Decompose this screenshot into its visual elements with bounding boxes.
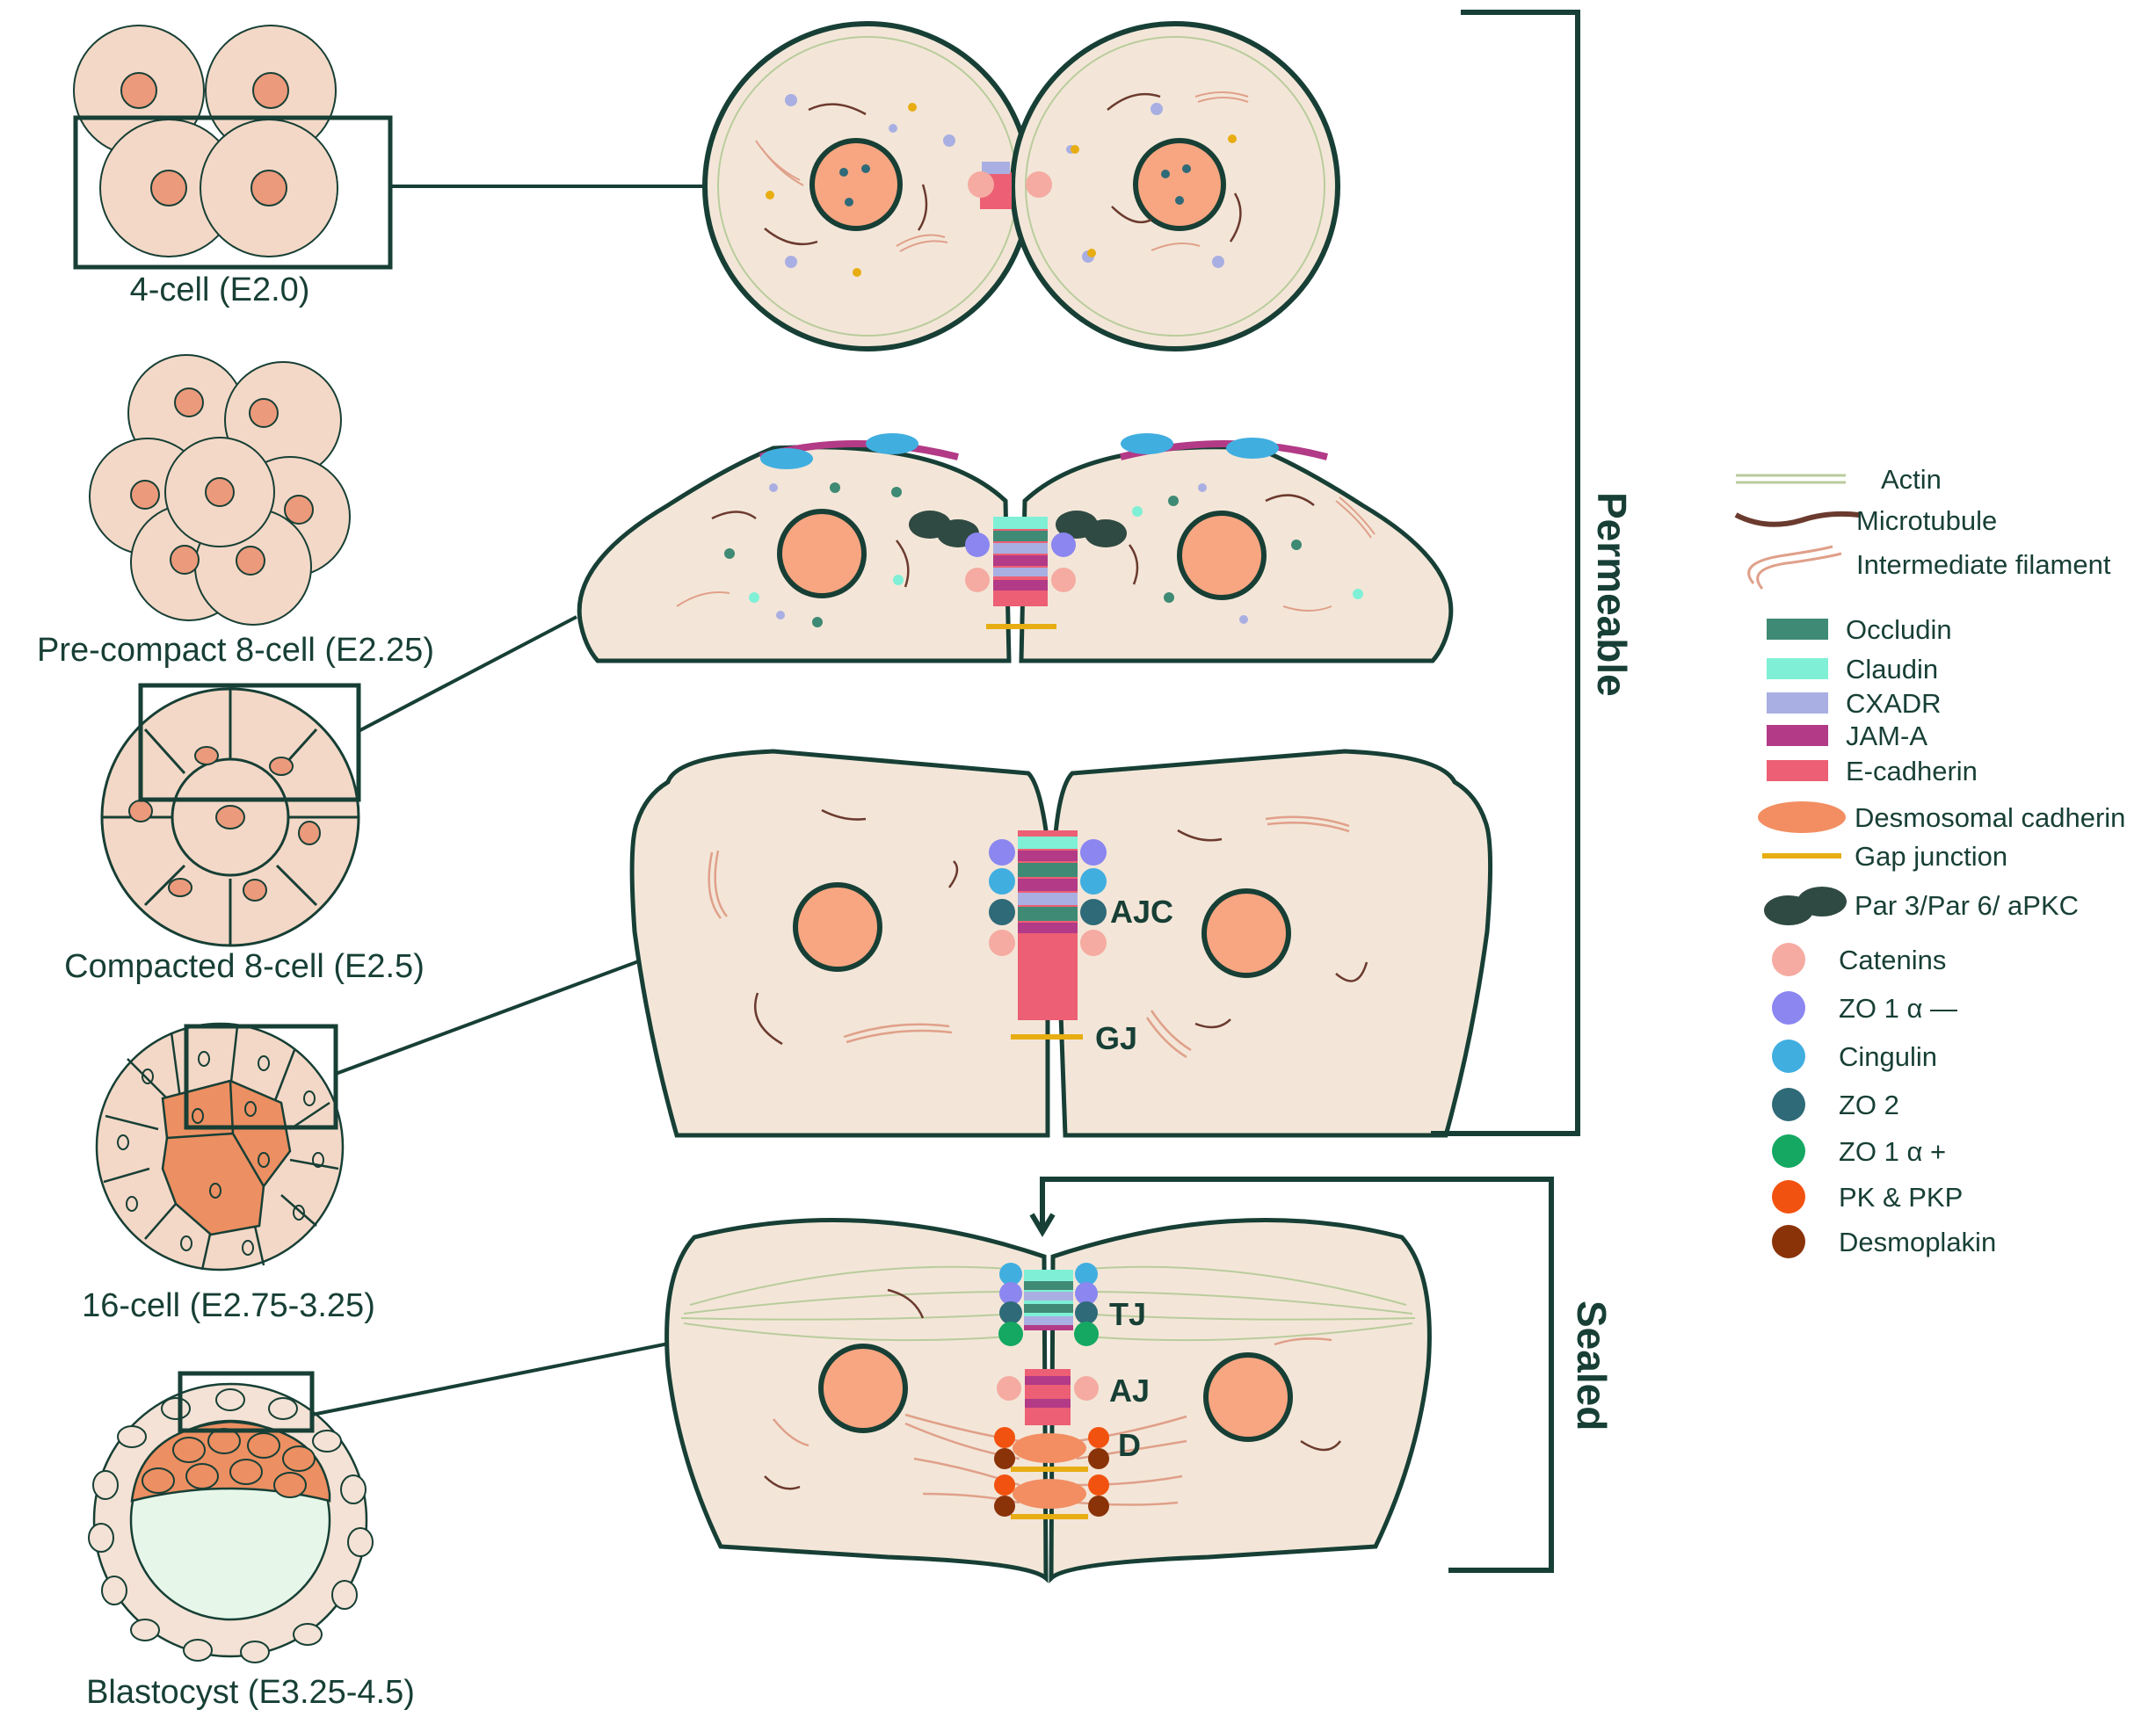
stage-label-compacted-8-cell: Compacted 8-cell (E2.5)	[64, 948, 425, 985]
legend-label: CXADR	[1846, 688, 1942, 719]
legend-label: ZO 2	[1839, 1090, 1899, 1120]
protein-dot-icon	[1772, 943, 1805, 976]
legend-item-par-3-par-6-apkc: Par 3/Par 6/ aPKC	[1764, 887, 2079, 925]
protein-dot-icon	[1772, 1088, 1805, 1121]
legend-item-zo-1: ZO 1 α +	[1772, 1134, 1946, 1168]
embryo-precompact-8-cell	[89, 354, 351, 626]
label-sealed: Sealed	[1569, 1300, 1615, 1431]
bracket-sealed	[1029, 1177, 1554, 1573]
label-ajc: AJC	[1110, 894, 1173, 930]
color-swatch-icon	[1767, 619, 1828, 640]
protein-dot-icon	[1772, 1040, 1805, 1073]
legend-label: Desmoplakin	[1839, 1227, 1996, 1257]
legend-item-jam-a: JAM-A	[1767, 721, 1927, 751]
label-d: D	[1118, 1427, 1141, 1463]
label-permeable: Permeable	[1589, 492, 1635, 697]
color-swatch-icon	[1767, 725, 1828, 746]
legend-item-desmoplakin: Desmoplakin	[1772, 1225, 1996, 1258]
protein-dot-icon	[1772, 1225, 1805, 1258]
legend-item-claudin: Claudin	[1767, 654, 1938, 685]
stage-label-4-cell: 4-cell (E2.0)	[130, 272, 310, 308]
legend-label: Catenins	[1839, 945, 1946, 975]
stage-label-blastocyst: Blastocyst (E3.25-4.5)	[86, 1674, 415, 1711]
legend-item-actin: Actin	[1736, 464, 1942, 495]
legend-item-desmosomal-cadherin: Desmosomal cadherin	[1758, 801, 2125, 833]
protein-dot-icon	[1772, 1180, 1805, 1213]
protein-dot-icon	[1772, 1134, 1805, 1168]
legend-item-cingulin: Cingulin	[1772, 1040, 1937, 1073]
legend-label: PK & PKP	[1839, 1182, 1963, 1213]
legend-item-zo-2: ZO 2	[1772, 1088, 1899, 1121]
legend-label: JAM-A	[1846, 721, 1927, 751]
par-complex-icon	[1764, 887, 1847, 925]
stage-label-16-cell: 16-cell (E2.75-3.25)	[82, 1287, 375, 1324]
legend-item-microtubule: Microtubule	[1734, 505, 1997, 536]
legend-item-e-cadherin: E-cadherin	[1767, 756, 1978, 786]
embryo-16-cell	[95, 1022, 345, 1271]
label-gj: GJ	[1095, 1020, 1137, 1056]
cell-pair-precompact	[577, 433, 1454, 663]
label-tj: TJ	[1109, 1296, 1146, 1332]
cell-pair-sealed	[664, 1218, 1432, 1583]
legend-label: Actin	[1881, 464, 1942, 495]
legend-item-intermediate-filament: Intermediate filament	[1747, 545, 2111, 590]
microtubule-icon	[1734, 511, 1860, 527]
legend-label: Gap junction	[1855, 841, 2007, 872]
legend-item-gap-junction: Gap junction	[1762, 841, 2007, 872]
bracket-permeable	[1431, 10, 1580, 1136]
intermediate-filament-icon	[1747, 545, 1842, 590]
legend-item-pk-pkp: PK & PKP	[1772, 1180, 1963, 1213]
legend-item-zo-1: ZO 1 α —	[1772, 991, 1957, 1025]
cell-pair-compacted	[629, 749, 1493, 1138]
label-aj: AJ	[1109, 1373, 1150, 1409]
protein-dot-icon	[1772, 991, 1805, 1025]
legend-item-cxadr: CXADR	[1767, 688, 1942, 719]
desmosomal-cadherin-icon	[1758, 801, 1846, 833]
legend-label: Intermediate filament	[1856, 549, 2111, 580]
connector-lines	[311, 185, 710, 1416]
legend-label: E-cadherin	[1846, 756, 1978, 786]
embryo-compacted-8-cell	[100, 683, 361, 947]
legend-item-catenins: Catenins	[1772, 943, 1946, 976]
color-swatch-icon	[1767, 760, 1828, 781]
legend-label: Par 3/Par 6/ aPKC	[1855, 890, 2079, 921]
color-swatch-icon	[1767, 692, 1828, 714]
legend-label: Claudin	[1846, 654, 1938, 685]
stage-label-precompact-8-cell: Pre-compact 8-cell (E2.25)	[37, 632, 434, 669]
cell-pair-4-cell	[702, 21, 1340, 351]
legend-label: ZO 1 α +	[1839, 1136, 1946, 1167]
embryo-blastocyst	[88, 1371, 374, 1663]
actin-icon	[1736, 474, 1846, 484]
legend-label: Occludin	[1846, 614, 1952, 645]
embryo-4-cell	[73, 25, 393, 270]
legend-item-occludin: Occludin	[1767, 614, 1952, 645]
legend-label: Cingulin	[1839, 1041, 1937, 1072]
legend-label: ZO 1 α —	[1839, 993, 1957, 1024]
legend-label: Microtubule	[1856, 505, 1997, 536]
color-swatch-icon	[1767, 658, 1828, 679]
legend-label: Desmosomal cadherin	[1855, 802, 2125, 833]
